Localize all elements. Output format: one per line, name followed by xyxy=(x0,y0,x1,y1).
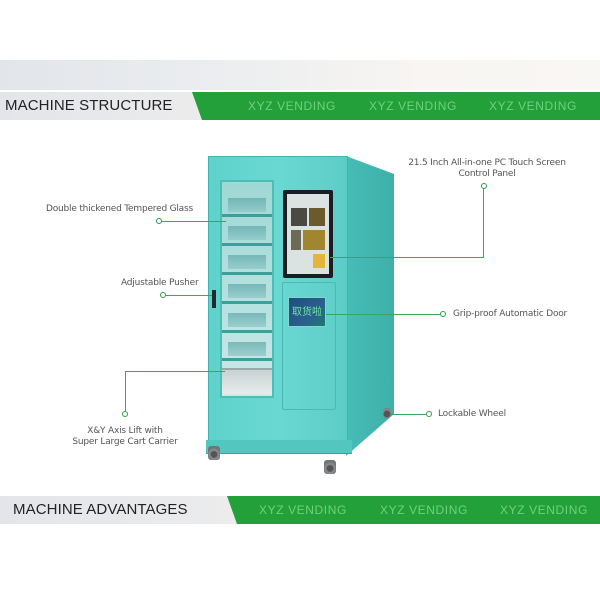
callout-touch-screen: 21.5 Inch All-in-one PC Touch Screen Con… xyxy=(392,158,582,180)
product-tray xyxy=(228,313,266,327)
callout-line xyxy=(166,295,212,296)
brand-text: XYZ VENDING xyxy=(380,503,468,517)
callout-dot xyxy=(160,292,166,298)
automatic-door-panel xyxy=(282,282,336,410)
touch-screen-display xyxy=(287,194,329,274)
lift-cart xyxy=(222,368,272,394)
machine-structure-banner: MACHINE STRUCTURE XYZ VENDING XYZ VENDIN… xyxy=(0,92,600,120)
callout-dot xyxy=(156,218,162,224)
machine-base xyxy=(206,440,352,454)
banner-gray-segment xyxy=(0,92,215,120)
shelf xyxy=(222,272,272,275)
product-tray xyxy=(228,226,266,240)
screen-tile xyxy=(291,208,307,226)
screen-tile xyxy=(303,230,325,250)
banner-green-segment xyxy=(227,496,600,524)
product-tray xyxy=(228,342,266,356)
callout-text: Control Panel xyxy=(458,169,516,179)
brand-text: XYZ VENDING xyxy=(248,99,336,113)
header-fade-band xyxy=(0,60,600,90)
callout-text: 21.5 Inch All-in-one PC Touch Screen xyxy=(408,158,566,168)
callout-dot xyxy=(481,183,487,189)
screen-tile xyxy=(313,254,325,268)
callout-line xyxy=(326,314,440,315)
callout-text: Super Large Cart Carrier xyxy=(72,437,178,447)
banner-green-segment xyxy=(192,92,600,120)
brand-text: XYZ VENDING xyxy=(489,99,577,113)
pickup-port: 取货啦 xyxy=(288,297,326,327)
callout-line xyxy=(390,414,426,415)
section-title: MACHINE STRUCTURE xyxy=(5,97,173,114)
callout-lift: X&Y Axis Lift with Super Large Cart Carr… xyxy=(60,426,190,448)
machine-side-panel xyxy=(346,156,394,456)
shelf xyxy=(222,243,272,246)
callout-pusher: Adjustable Pusher xyxy=(121,278,199,288)
shelf xyxy=(222,330,272,333)
callout-door: Grip-proof Automatic Door xyxy=(453,309,568,319)
product-tray xyxy=(228,198,266,212)
callout-dot xyxy=(426,411,432,417)
door-handle xyxy=(212,290,216,308)
callout-line xyxy=(330,257,484,258)
shelf xyxy=(222,358,272,361)
callout-dot xyxy=(440,311,446,317)
screen-tile xyxy=(291,230,301,250)
banner-gray-segment xyxy=(0,496,240,524)
brand-text: XYZ VENDING xyxy=(259,503,347,517)
callout-line xyxy=(125,371,126,411)
wheel-icon xyxy=(208,446,220,460)
brand-text: XYZ VENDING xyxy=(369,99,457,113)
wheel-icon xyxy=(383,408,391,418)
wheel-icon xyxy=(324,460,336,474)
shelf xyxy=(222,301,272,304)
callout-line xyxy=(483,189,484,258)
product-tray xyxy=(228,284,266,298)
product-tray xyxy=(228,255,266,269)
callout-text: X&Y Axis Lift with xyxy=(87,426,163,436)
callout-line xyxy=(125,371,225,372)
screen-tile xyxy=(309,208,325,226)
shelf xyxy=(222,214,272,217)
callout-line xyxy=(162,221,226,222)
callout-dot xyxy=(122,411,128,417)
machine-advantages-banner: MACHINE ADVANTAGES XYZ VENDING XYZ VENDI… xyxy=(0,496,600,524)
callout-glass: Double thickened Tempered Glass xyxy=(46,204,193,214)
brand-text: XYZ VENDING xyxy=(500,503,588,517)
callout-wheel: Lockable Wheel xyxy=(438,409,506,419)
section-title: MACHINE ADVANTAGES xyxy=(13,501,188,518)
